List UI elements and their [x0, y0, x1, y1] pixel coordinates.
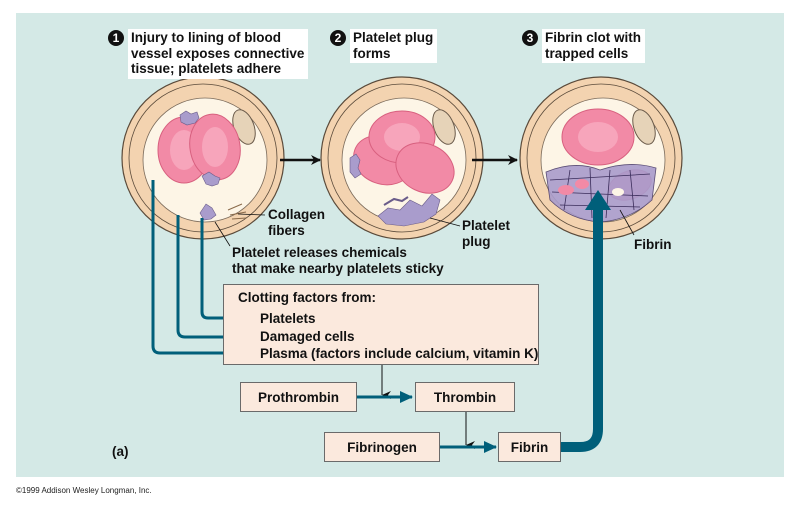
step-description: Injury to lining of blood vessel exposes… — [128, 29, 309, 79]
clotting-factor-item: Platelets — [260, 311, 316, 326]
clotting-factor-item: Plasma (factors include calcium, vitamin… — [260, 346, 539, 361]
clotting-factors-title: Clotting factors from: — [238, 290, 376, 305]
step-description: Platelet plug forms — [350, 29, 438, 63]
leader-collagen — [237, 213, 266, 216]
vessel-fibrin-clot — [519, 76, 683, 240]
step-3: 3 Fibrin clot with trapped cells — [522, 29, 645, 63]
nucleus — [632, 109, 656, 145]
copyright-notice: ©1999 Addison Wesley Longman, Inc. — [16, 486, 152, 495]
platelet — [199, 203, 217, 221]
step-number-badge: 3 — [522, 30, 538, 46]
clotting-factors-box — [223, 284, 539, 365]
step-2: 2 Platelet plug forms — [330, 29, 438, 63]
step-number-badge: 2 — [330, 30, 346, 46]
vessel-platelet-plug — [320, 76, 484, 240]
arrow-plasma-source — [151, 180, 251, 359]
arrow-damaged-cells-source — [176, 215, 251, 343]
vessel-injury — [121, 76, 285, 240]
thrombin-box: Thrombin — [415, 382, 515, 412]
platelet — [201, 171, 221, 187]
arrow-platelets-source — [200, 218, 251, 324]
step-number-badge: 1 — [108, 30, 124, 46]
platelet — [179, 110, 200, 126]
arrow-fibrin-to-clot — [561, 208, 603, 452]
clotting-factor-item: Damaged cells — [260, 329, 355, 344]
leader-platelet-releases — [214, 221, 231, 247]
label-collagen-fibers: Collagen fibers — [268, 207, 326, 238]
step-1: 1 Injury to lining of blood vessel expos… — [108, 29, 309, 79]
label-platelet-plug: Platelet plug — [462, 218, 511, 249]
prothrombin-box: Prothrombin — [240, 382, 357, 412]
red-blood-cell — [395, 142, 455, 194]
leader-platelet-plug — [429, 217, 461, 227]
panel-label: (a) — [112, 444, 129, 459]
step-description: Fibrin clot with trapped cells — [542, 29, 645, 63]
label-fibrin: Fibrin — [634, 237, 672, 252]
nucleus — [432, 109, 456, 145]
fibrin-box: Fibrin — [498, 432, 561, 462]
fibrinogen-box: Fibrinogen — [324, 432, 440, 462]
platelet-plug — [377, 193, 441, 227]
leader-fibrin — [619, 209, 635, 236]
platelet — [349, 153, 362, 179]
label-platelet-releases: Platelet releases chemicals that make ne… — [232, 245, 444, 276]
